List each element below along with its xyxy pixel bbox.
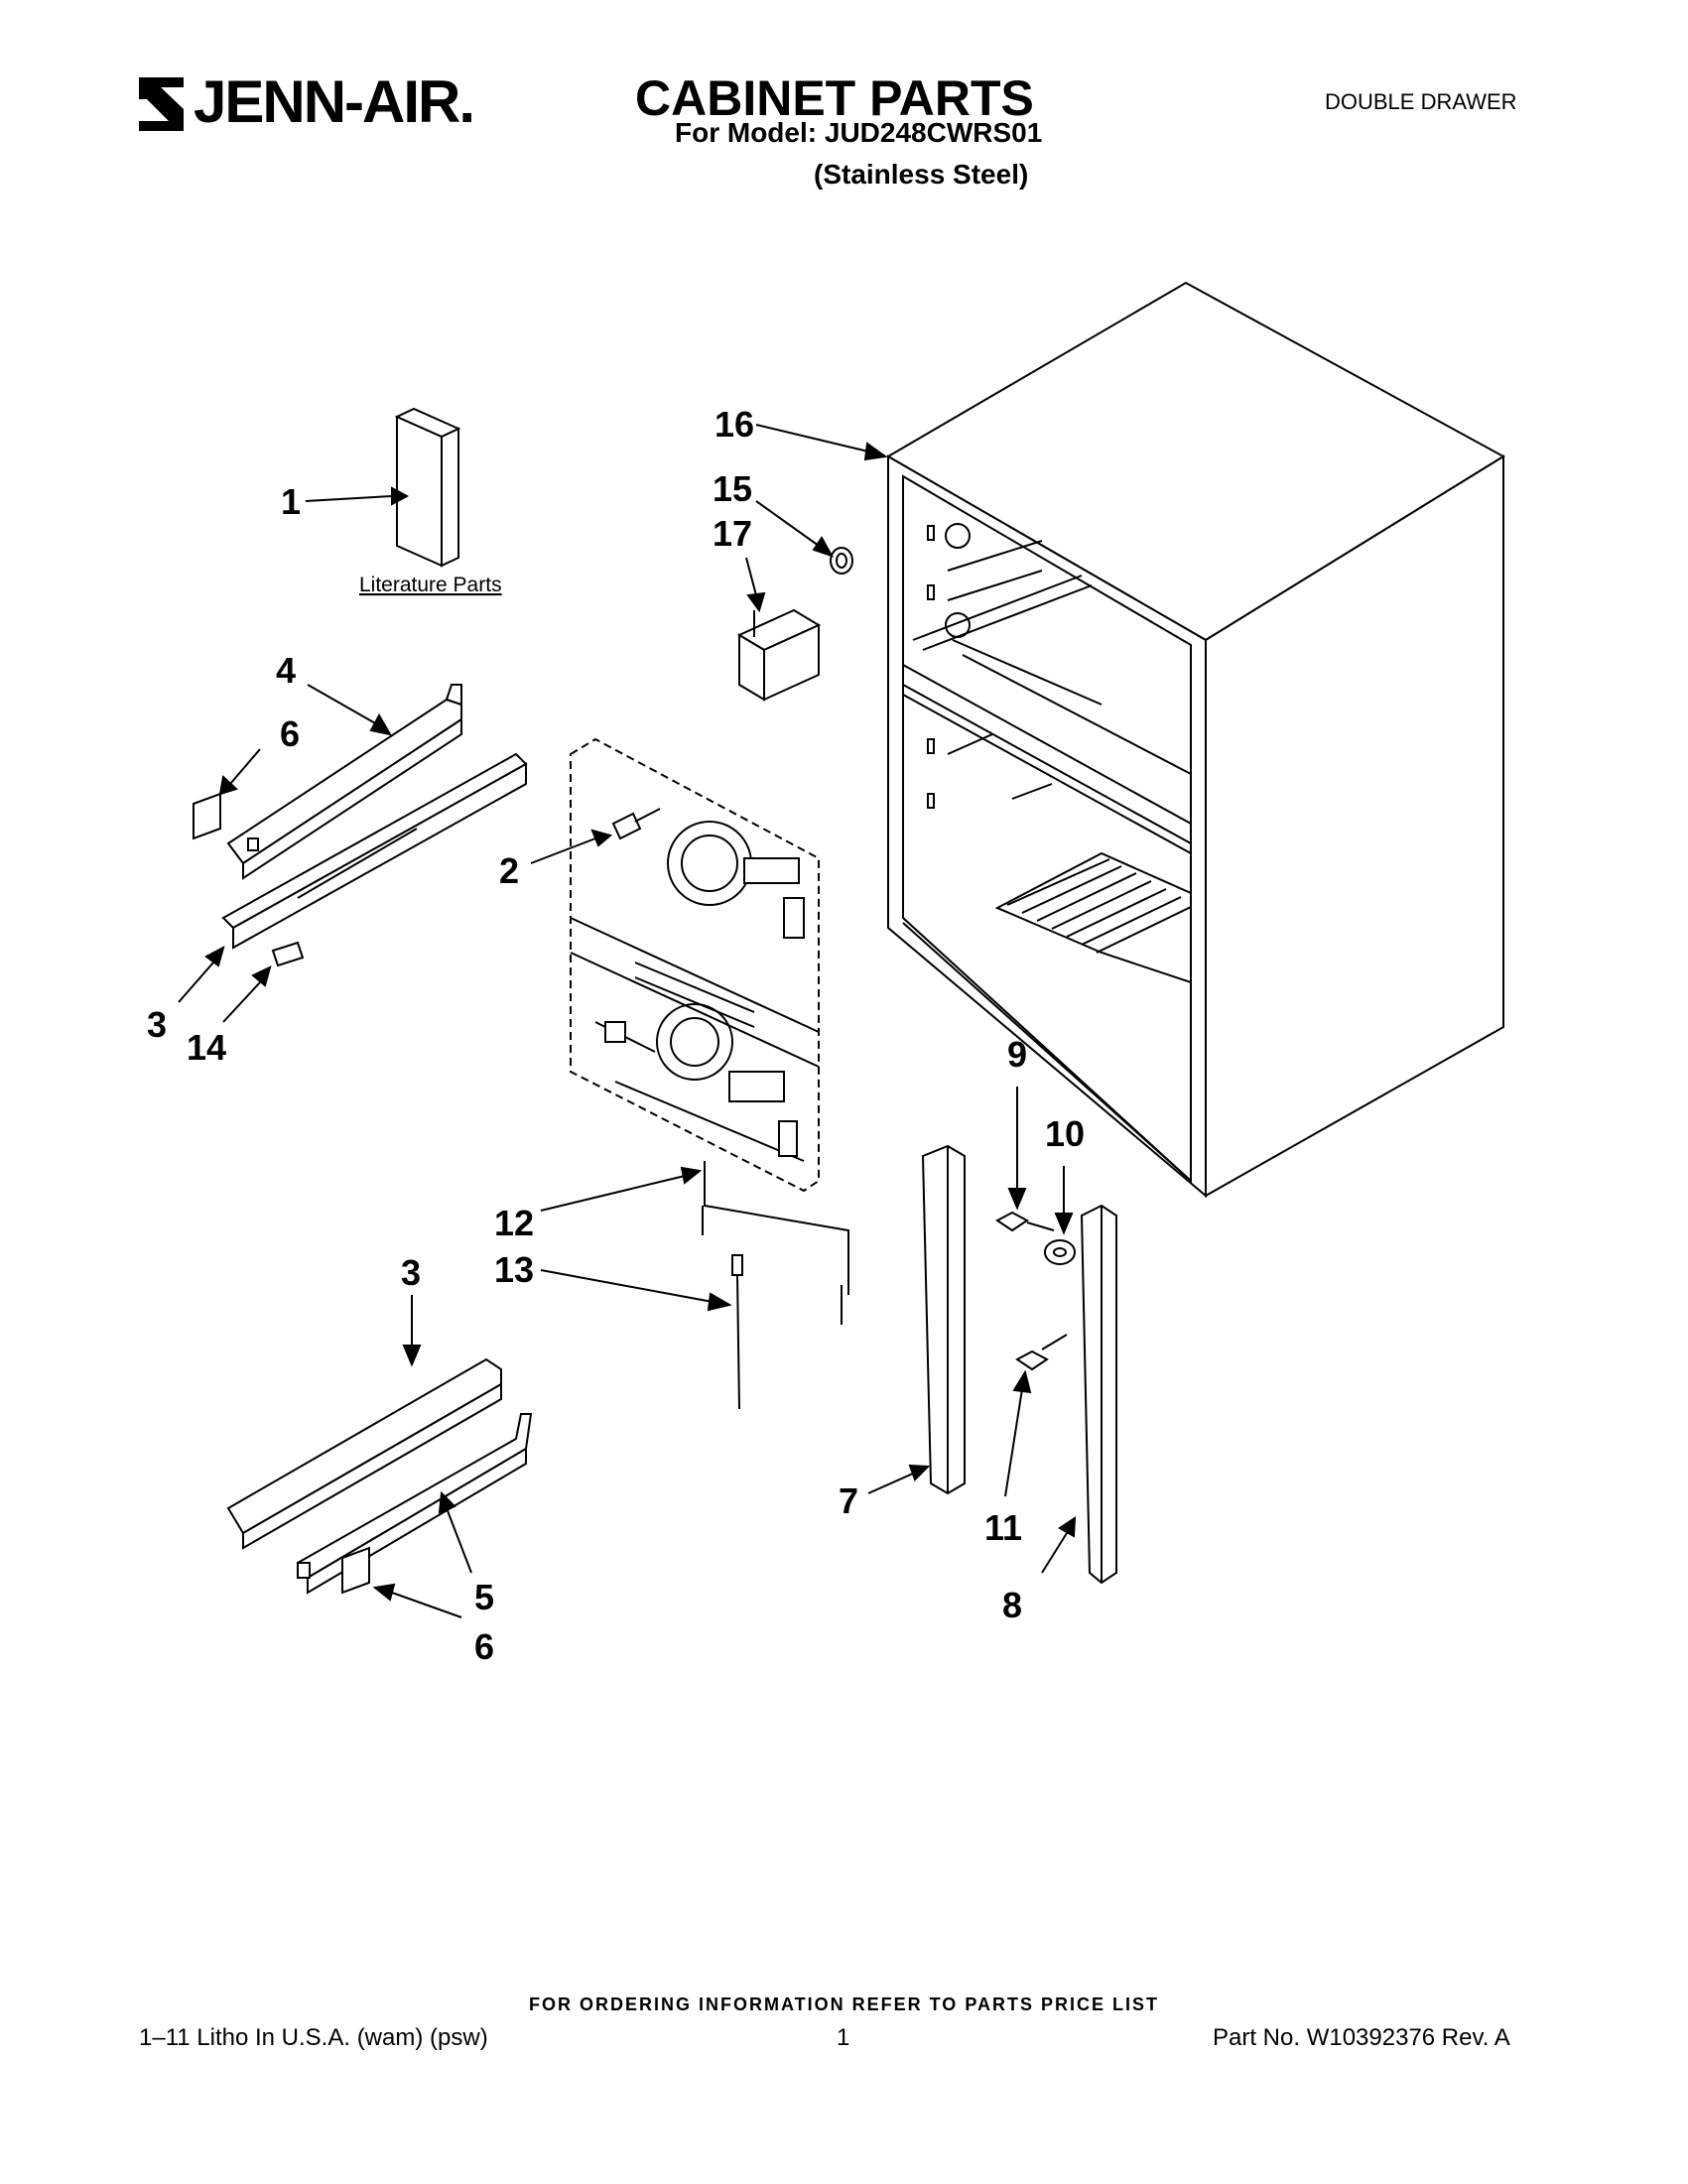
right-vertical-bracket-part (1082, 1206, 1116, 1583)
callout-12: 12 (494, 1203, 534, 1243)
part-number: Part No. W10392376 Rev. A (1213, 2024, 1510, 2051)
wire-harness-part (703, 1161, 848, 1409)
callout-5: 5 (474, 1577, 494, 1617)
callout-1: 1 (281, 481, 301, 522)
callout-10: 10 (1045, 1113, 1085, 1154)
litho-line: 1–11 Litho In U.S.A. (wam) (psw) (139, 2024, 488, 2051)
leader-lines (179, 425, 1075, 1617)
cabinet-part (888, 283, 1503, 1196)
brand-wordmark: JENN-AIR. (194, 68, 475, 135)
grommet-part (831, 548, 852, 574)
callout-7: 7 (839, 1480, 858, 1521)
clip-part (273, 943, 303, 965)
callout-15: 15 (713, 468, 752, 509)
callout-3-upper: 3 (147, 1004, 167, 1045)
ordering-info: FOR ORDERING INFORMATION REFER TO PARTS … (528, 1994, 1159, 2014)
callout-6-upper: 6 (280, 713, 300, 754)
lower-screw-part (1017, 1335, 1067, 1369)
left-vertical-bracket-part (923, 1146, 965, 1493)
screw-part (997, 1213, 1054, 1230)
callout-17: 17 (713, 513, 752, 554)
callout-14: 14 (187, 1027, 226, 1068)
callout-8: 8 (1002, 1585, 1022, 1625)
washer-part (1045, 1240, 1075, 1264)
upper-pad-part (194, 794, 220, 838)
upper-slide-rail-part (223, 685, 526, 948)
callout-9: 9 (1007, 1034, 1027, 1075)
callout-16: 16 (714, 404, 754, 445)
literature-book-part (397, 409, 458, 566)
callout-11: 11 (984, 1507, 1022, 1548)
control-panel-part (571, 739, 819, 1191)
callout-13: 13 (494, 1249, 534, 1290)
drawer-type-label: DOUBLE DRAWER (1325, 89, 1517, 114)
lower-slide-rail-part (228, 1359, 531, 1593)
callout-4: 4 (276, 650, 296, 691)
lower-pad-part (342, 1548, 369, 1593)
model-line: For Model: JUD248CWRS01 (675, 117, 1043, 148)
callout-2: 2 (499, 850, 519, 891)
page-title: CABINET PARTS (635, 70, 1034, 126)
literature-parts-label: Literature Parts (359, 574, 502, 596)
callout-3-lower: 3 (401, 1252, 421, 1293)
jenn-air-logo-icon (139, 77, 184, 131)
callout-6-lower: 6 (474, 1626, 494, 1667)
page-number: 1 (837, 2024, 850, 2051)
control-box-part (739, 610, 819, 700)
finish-line: (Stainless Steel) (814, 159, 1029, 190)
